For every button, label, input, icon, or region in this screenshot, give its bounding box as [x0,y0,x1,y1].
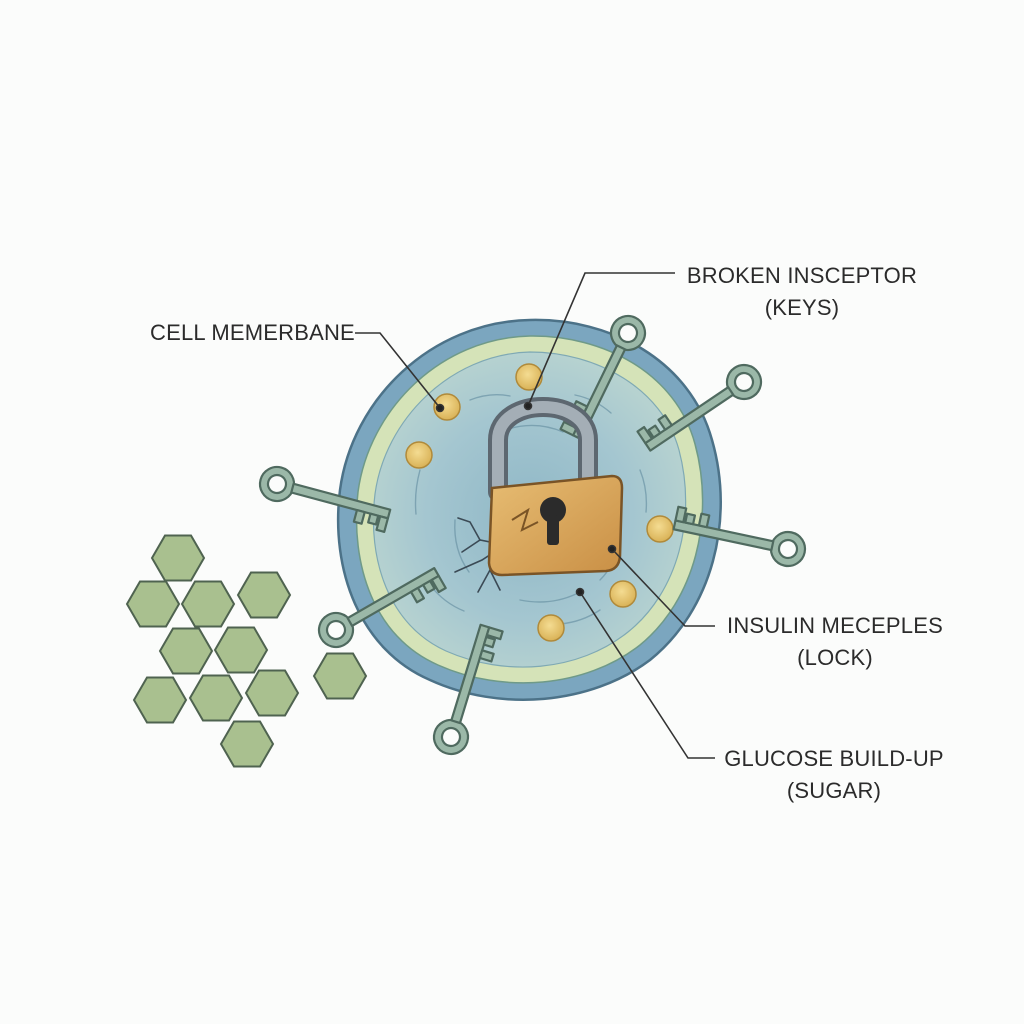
label-insulin: INSULIN MECEPLES (LOCK) [720,610,950,674]
leader-lines [355,272,715,759]
granule-icon [405,441,433,469]
glucose-hexagon-icon [133,676,187,724]
glucose-hexagon-icon [313,652,367,700]
label-broken-receptor-line2: (KEYS) [764,295,840,320]
label-glucose: GLUCOSE BUILD-UP (SUGAR) [722,743,946,807]
granule-icon [537,614,565,642]
granule-icon [515,363,543,391]
granules [405,363,674,642]
label-insulin-line1: INSULIN MECEPLES [727,613,943,638]
leader-broken-receptor [527,272,675,407]
label-broken-receptor: BROKEN INSCEPTOR (KEYS) [683,260,921,324]
label-glucose-line1: GLUCOSE BUILD-UP [724,746,944,771]
leader-glucose [579,591,715,759]
label-broken-receptor-line1: BROKEN INSCEPTOR [686,263,918,288]
glucose-hexagon-icon [189,674,243,722]
label-cell-membrane: CELL MEMERBANE [150,317,355,349]
granule-icon [433,393,461,421]
glucose-hexagon-icon [214,626,268,674]
granule-icon [646,515,674,543]
label-glucose-line2: (SUGAR) [786,778,882,803]
label-cell-membrane-text: CELL MEMERBANE [150,320,355,345]
glucose-cluster [126,534,367,768]
glucose-hexagon-icon [237,571,291,619]
granule-icon [609,580,637,608]
leader-cell-membrane [355,332,441,409]
glucose-hexagon-icon [159,627,213,675]
glucose-hexagon-icon [245,669,299,717]
padlock-icon [487,397,624,577]
leader-insulin [611,548,715,627]
glucose-hexagon-icon [181,580,235,628]
glucose-hexagon-icon [151,534,205,582]
label-insulin-line2: (LOCK) [797,645,873,670]
glucose-hexagon-icon [220,720,274,768]
glucose-hexagon-icon [126,580,180,628]
